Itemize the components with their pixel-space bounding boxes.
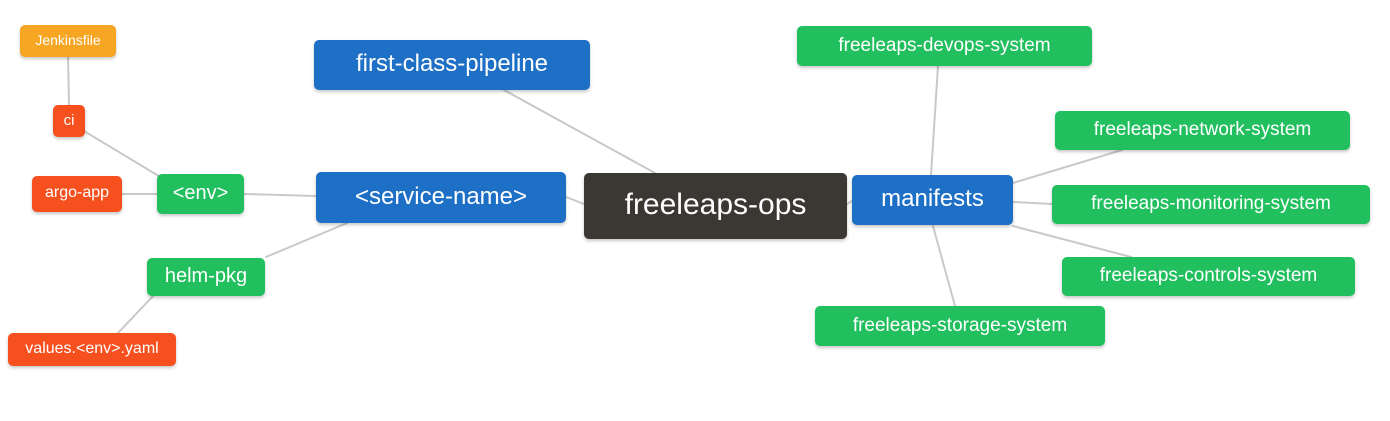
- node-argo-app[interactable]: argo-app: [32, 176, 122, 212]
- node-first-class-pipeline[interactable]: first-class-pipeline: [314, 40, 590, 90]
- node-label: argo-app: [44, 184, 110, 201]
- node-label: first-class-pipeline: [355, 50, 549, 77]
- edge-manifests-freeleaps-storage-system: [932, 225, 956, 307]
- node-freeleaps-devops-system[interactable]: freeleaps-devops-system: [797, 26, 1092, 66]
- node-freeleaps-monitoring-system[interactable]: freeleaps-monitoring-system: [1052, 185, 1370, 224]
- node-label: Jenkinsfile: [35, 32, 101, 48]
- node-freeleaps-controls-system[interactable]: freeleaps-controls-system: [1062, 257, 1355, 296]
- node-manifests[interactable]: manifests: [852, 175, 1013, 225]
- node-label: freeleaps-monitoring-system: [1091, 193, 1331, 214]
- node-label: freeleaps-network-system: [1093, 119, 1312, 140]
- edge-freeleaps-ops-manifests: [846, 200, 853, 205]
- node-helm-pkg[interactable]: helm-pkg: [147, 258, 265, 296]
- node-label: freeleaps-controls-system: [1099, 265, 1318, 286]
- node-ci[interactable]: ci: [53, 105, 85, 137]
- edge-manifests-freeleaps-controls-system: [1012, 225, 1132, 258]
- node-service-name[interactable]: <service-name>: [316, 172, 566, 223]
- node-label: <env>: [172, 182, 229, 204]
- node-label: freeleaps-storage-system: [852, 314, 1068, 336]
- edge-service-name-freeleaps-ops: [565, 196, 585, 205]
- edge-manifests-freeleaps-monitoring-system: [1012, 201, 1053, 205]
- edge-helm-pkg-service-name: [265, 222, 348, 258]
- node-label: values.<env>.yaml: [25, 339, 159, 357]
- node-freeleaps-ops[interactable]: freeleaps-ops: [584, 173, 847, 239]
- node-env[interactable]: <env>: [157, 174, 244, 214]
- edge-first-class-pipeline-freeleaps-ops: [503, 89, 656, 174]
- node-label: helm-pkg: [164, 265, 248, 287]
- node-freeleaps-storage-system[interactable]: freeleaps-storage-system: [815, 306, 1105, 346]
- edge-manifests-freeleaps-devops-system: [930, 65, 939, 176]
- edge-manifests-freeleaps-network-system: [1012, 149, 1123, 184]
- edge-env-service-name: [243, 193, 317, 197]
- edge-helm-pkg-values-env-yaml: [117, 295, 154, 334]
- node-freeleaps-network-system[interactable]: freeleaps-network-system: [1055, 111, 1350, 150]
- node-label: <service-name>: [354, 182, 528, 210]
- node-label: freeleaps-devops-system: [838, 34, 1051, 56]
- node-label: freeleaps-ops: [624, 188, 807, 221]
- edge-jenkinsfile-ci: [67, 56, 70, 106]
- node-label: manifests: [881, 185, 984, 212]
- node-jenkinsfile[interactable]: Jenkinsfile: [20, 25, 116, 57]
- node-values-env-yaml[interactable]: values.<env>.yaml: [8, 333, 176, 366]
- node-label: ci: [63, 111, 75, 129]
